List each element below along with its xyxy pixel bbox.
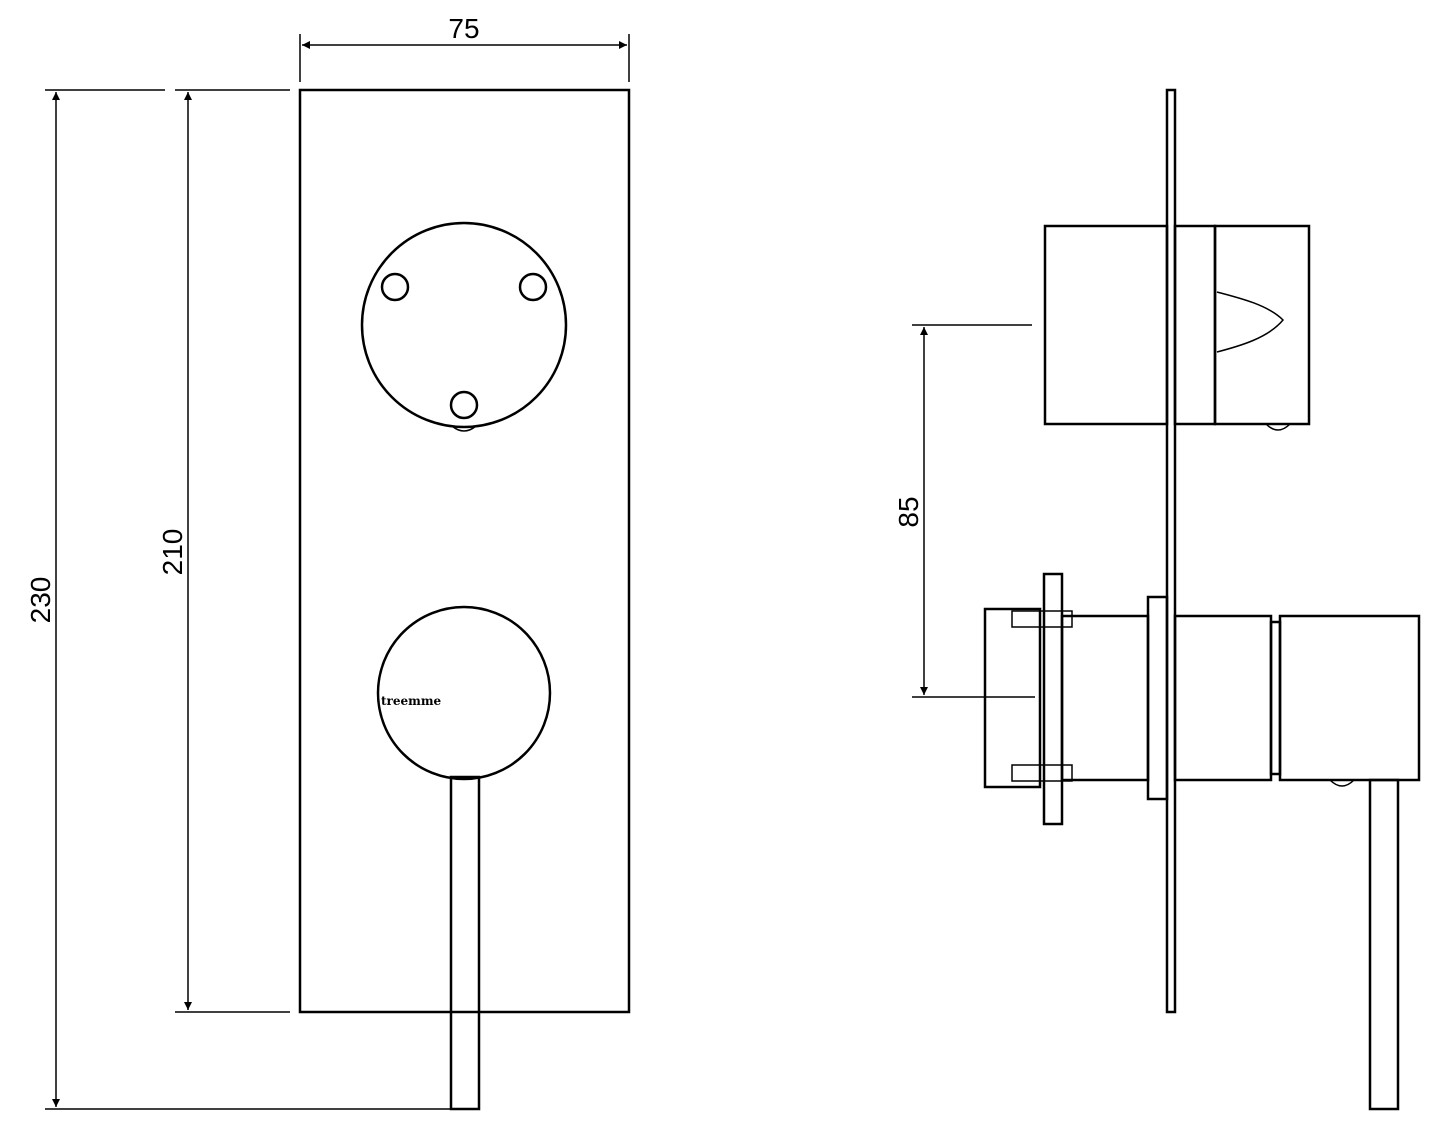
diverter-body — [1043, 224, 1311, 431]
dimension-plate-height: 210 — [157, 89, 290, 1013]
cover-plate — [298, 88, 631, 1014]
svg-text:230: 230 — [25, 577, 56, 624]
knob-hole — [518, 272, 548, 302]
svg-text:75: 75 — [448, 13, 479, 44]
side-lever — [1368, 778, 1400, 1111]
dimension-spacing: 85 — [893, 324, 1035, 698]
side-view: 85 — [893, 88, 1421, 1111]
knob-hole — [449, 390, 479, 420]
mixer-handle: treemme — [376, 605, 552, 1111]
diverter-knob — [360, 221, 568, 432]
brand-logo: treemme — [381, 694, 442, 708]
dimension-width: 75 — [299, 13, 630, 82]
knob-hole — [380, 272, 410, 302]
front-view: treemme 75 210 230 — [25, 13, 631, 1111]
svg-text:210: 210 — [157, 529, 188, 576]
dimension-total-height: 230 — [25, 89, 451, 1110]
lever — [449, 775, 481, 1111]
svg-text:85: 85 — [893, 496, 924, 527]
mixer-body — [983, 572, 1421, 1111]
wall-plate — [1165, 88, 1177, 1014]
